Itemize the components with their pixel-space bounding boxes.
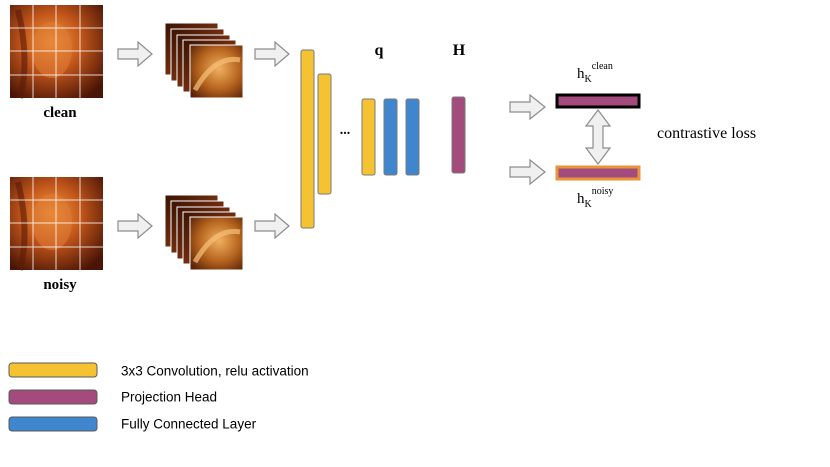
- h-clean-base: h: [577, 66, 585, 82]
- arrow-to-clean-embedding: [509, 93, 546, 121]
- arrow-clean-to-patches: [117, 40, 153, 68]
- h-noisy-base: h: [577, 191, 585, 207]
- clean-embedding-bar: [555, 93, 641, 109]
- clean-grid: [10, 5, 103, 98]
- clean-label: clean: [43, 105, 77, 121]
- clean-input-image: [10, 5, 103, 99]
- arrow-noisy-patches-to-network: [254, 212, 290, 240]
- noisy-embedding-bar: [555, 165, 641, 181]
- noisy-input-image: [10, 177, 103, 271]
- conv-layer-3: [361, 98, 376, 176]
- contrastive-loss-label: contrastive loss: [657, 125, 756, 142]
- h-clean-label: hKclean: [577, 61, 613, 85]
- h-noisy-subscript: K: [585, 199, 593, 210]
- legend-swatch-conv: [8, 362, 98, 378]
- h-noisy-superscript: noisy: [592, 186, 614, 197]
- h-clean-subscript: K: [585, 74, 593, 85]
- legend: 3x3 Convolution, relu activation Project…: [8, 362, 309, 432]
- contrastive-double-arrow: [584, 109, 612, 165]
- noisy-patch-stack: [164, 194, 244, 271]
- layers-ellipsis: ...: [340, 123, 351, 138]
- q-label: q: [375, 42, 384, 59]
- fc-layer-1: [383, 98, 398, 176]
- clean-patch-stack: [164, 22, 244, 99]
- arrow-clean-patches-to-network: [254, 40, 290, 68]
- noisy-grid: [10, 177, 103, 270]
- h-noisy-label: hKnoisy: [577, 186, 613, 210]
- arrow-to-noisy-embedding: [509, 158, 546, 186]
- conv-layer-2: [317, 73, 332, 195]
- legend-swatch-fc: [8, 416, 98, 432]
- legend-label-projection: Projection Head: [121, 390, 217, 405]
- conv-layer-1: [300, 49, 315, 229]
- legend-swatch-projection: [8, 389, 98, 405]
- legend-label-conv: 3x3 Convolution, relu activation: [121, 364, 309, 379]
- h-clean-superscript: clean: [592, 61, 613, 72]
- H-label: H: [453, 42, 466, 59]
- fc-layer-2: [405, 98, 420, 176]
- arrow-noisy-to-patches: [117, 212, 153, 240]
- legend-label-fc: Fully Connected Layer: [121, 417, 257, 432]
- noisy-label: noisy: [43, 277, 77, 293]
- projection-head-layer: [451, 96, 466, 174]
